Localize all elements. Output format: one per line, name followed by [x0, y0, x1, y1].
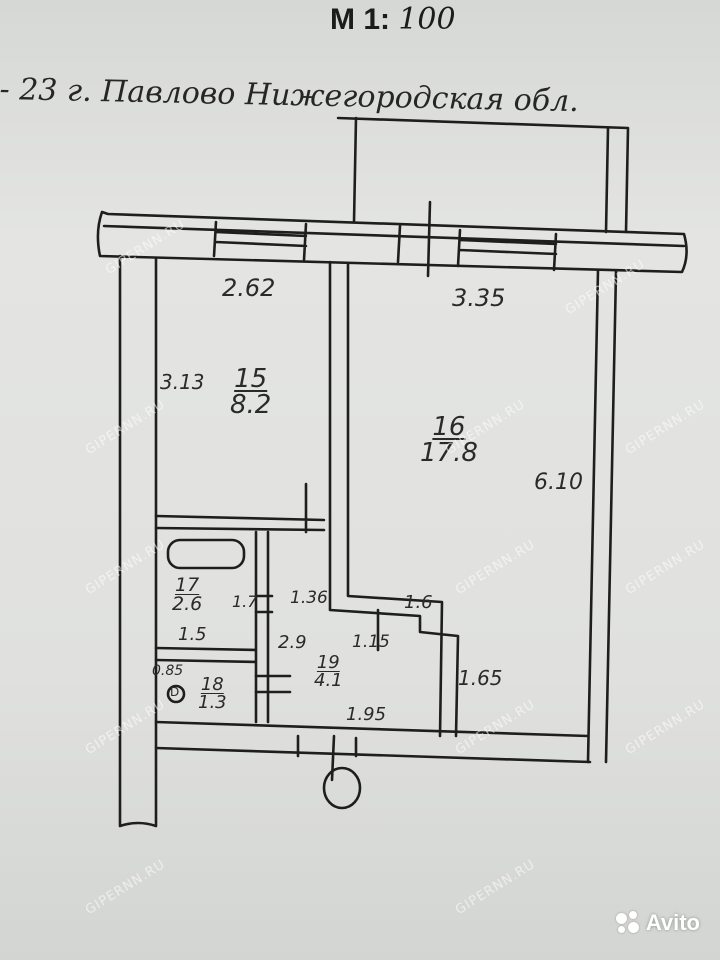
balcony-outline	[336, 116, 630, 234]
room-17-number: 17	[175, 574, 200, 596]
balcony-inner-line-right	[604, 126, 610, 234]
room-19-area: 4.1	[314, 670, 343, 691]
dim-hall-step: 1.15	[352, 632, 390, 652]
scale-prefix: М 1:	[330, 3, 390, 36]
dim-hall-length: 2.9	[278, 632, 307, 653]
room-18-label: 18 1.3	[198, 676, 227, 712]
dim-hall-width: 1.95	[346, 704, 387, 725]
scale-value: 100	[398, 2, 456, 37]
scale-title: М 1: 100	[330, 2, 456, 37]
dim-room17-width: 1.5	[178, 624, 207, 645]
dim-room15-width: 2.62	[222, 274, 276, 302]
partition-15-16	[328, 260, 460, 738]
d-symbol-circle	[166, 684, 186, 704]
dim-room15-length: 3.13	[160, 370, 205, 394]
bathroom-wall	[154, 530, 270, 724]
room18-symbol: D	[170, 685, 180, 699]
room-16-area: 17.8	[420, 438, 478, 468]
room-15-number: 15	[234, 364, 268, 394]
room-19-label: 19 4.1	[314, 654, 343, 690]
window-right	[456, 228, 558, 272]
room-19-number: 19	[316, 652, 340, 673]
dim-room16-lower: 1.65	[458, 666, 503, 690]
dim-room17-small: 1.7	[232, 592, 258, 611]
left-wall	[118, 254, 158, 828]
room-17-label: 17 2.6	[172, 576, 202, 614]
dim-hall-notch: 1.6	[404, 592, 433, 613]
partition-15-17	[154, 482, 326, 534]
outer-wall-band	[96, 210, 688, 274]
balcony-door	[396, 200, 432, 278]
room-15-label: 15 8.2	[230, 366, 271, 418]
room-16-label: 16 17.8	[420, 414, 478, 466]
bottom-wall	[154, 720, 592, 764]
window-left	[212, 220, 308, 262]
bathtub	[166, 538, 246, 570]
avito-brand-name: Avito	[645, 910, 700, 935]
right-wall	[586, 268, 618, 764]
dim-room18-width: 0.85	[152, 663, 184, 679]
wall-inner-edge	[102, 224, 686, 248]
dim-room16-length: 6.10	[534, 470, 583, 495]
room-15-area: 8.2	[230, 390, 272, 420]
room-18-number: 18	[200, 674, 224, 695]
balcony-inner-line	[352, 116, 358, 224]
wc-door	[254, 594, 292, 694]
riser-column	[322, 766, 362, 810]
room-18-area: 1.3	[198, 692, 227, 713]
avito-logo: Avito	[614, 910, 700, 936]
dim-room16-width: 3.35	[452, 284, 506, 312]
entrance-door	[296, 734, 358, 782]
room-17-area: 2.6	[172, 593, 203, 615]
dim-hall-wall-left: 1.36	[290, 588, 328, 608]
avito-dots-icon	[614, 910, 640, 936]
room-16-number: 16	[432, 412, 466, 442]
